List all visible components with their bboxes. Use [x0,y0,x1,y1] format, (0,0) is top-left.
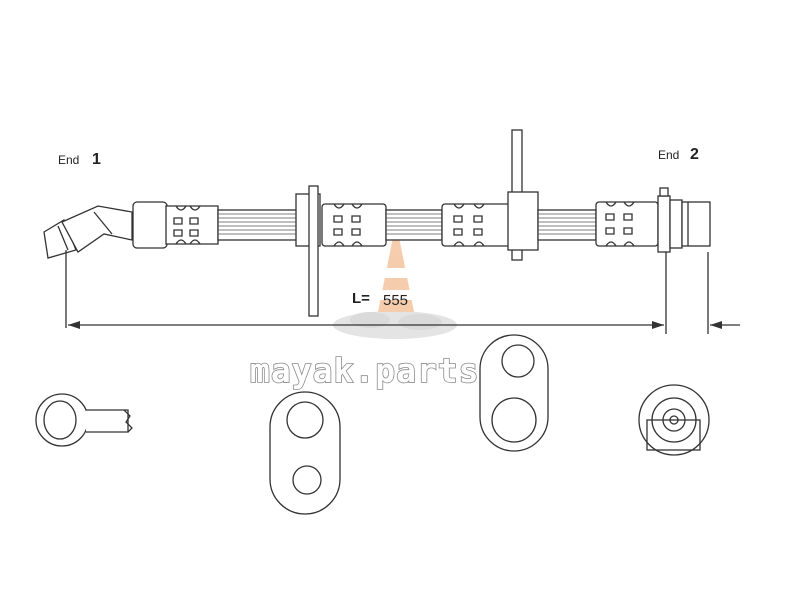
crimp-sleeve-4 [595,201,659,247]
crimp-sleeve-3 [441,203,513,247]
end1-label-number: 1 [92,151,101,168]
bracket-2 [507,129,539,261]
end2-label-number: 2 [690,146,699,163]
end1-label-prefix: End [58,153,79,167]
crimp-sleeve-left [132,201,219,249]
watermark-text: mayak.parts [250,351,480,390]
end2-fitting [657,187,711,253]
bracket-1 [295,185,321,317]
end1-banjo-view [35,393,133,447]
length-value: 555 [383,292,408,309]
length-label-prefix: L= [352,290,370,307]
end2-fitting-view [638,384,710,456]
banjo-fitting [43,205,133,259]
bracket-1-view [269,391,341,515]
length-dimension [65,250,740,334]
hose-assembly [43,129,711,317]
end2-label-prefix: End [658,148,679,162]
watermark-cone-logo [333,222,457,339]
bracket-2-view [479,334,549,452]
hose-segment-1 [217,209,299,241]
hose-segment-3 [537,209,597,241]
hose-segment-2 [385,209,443,241]
crimp-sleeve-2 [321,203,387,247]
